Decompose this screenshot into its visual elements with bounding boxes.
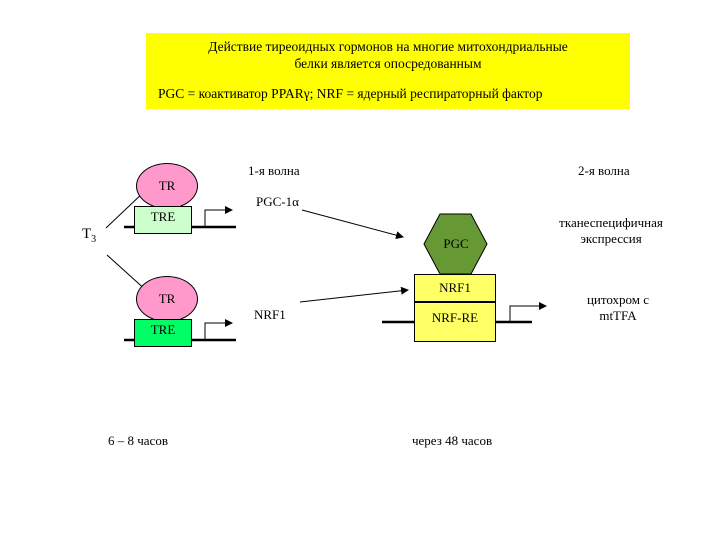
targets-line-1: цитохром с <box>586 292 650 307</box>
nrf1-box: NRF1 <box>414 274 496 302</box>
tissue-expression-line-1: тканеспецифичная <box>559 215 663 230</box>
title-box: Действие тиреоидных гормонов на многие м… <box>146 33 630 109</box>
gene1-transcription-arrow <box>204 206 233 227</box>
nrf1-arrow <box>299 286 409 303</box>
nrf1-label: NRF1 <box>254 307 286 322</box>
targets-line-2: mtTFA <box>599 308 637 323</box>
pgc1a-label: PGC-1α <box>256 194 299 209</box>
time2-label: через 48 часов <box>412 433 493 448</box>
wave1-label: 1-я волна <box>248 163 300 178</box>
targets-label: цитохром с mtTFA <box>566 292 670 324</box>
title-line-1: Действие тиреоидных гормонов на многие м… <box>208 39 568 54</box>
tissue-expression-label: тканеспецифичная экспрессия <box>546 215 676 247</box>
pgc-label: PGC <box>443 236 469 251</box>
wave2-label: 2-я волна <box>578 163 630 178</box>
pgc1a-arrow <box>301 209 404 240</box>
time1-label: 6 – 8 часов <box>108 433 168 448</box>
t3-subscript: 3 <box>91 234 97 245</box>
gene1-tre-box: TRE <box>134 206 192 234</box>
tissue-expression-line-2: экспрессия <box>580 231 642 246</box>
t3-main: T <box>82 226 92 242</box>
gene2-tr-circle: TR <box>136 276 198 322</box>
title-line-2: белки является опосредованным <box>294 56 482 71</box>
pgc-hexagon-wrap: PGC <box>424 213 488 275</box>
gene2-tre-box: TRE <box>134 319 192 347</box>
t3-label: T3 <box>82 226 96 245</box>
nrf-re-box: NRF-RE <box>414 302 496 342</box>
definition-line: PGC = коактиватор PPARγ; NRF = ядерный р… <box>158 86 543 101</box>
gene1-tr-circle: TR <box>136 163 198 209</box>
gene2-transcription-arrow <box>204 319 233 340</box>
gene3-transcription-arrow <box>509 302 547 322</box>
